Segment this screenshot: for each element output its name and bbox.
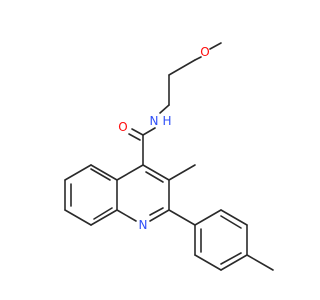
amide-nitrogen-label: N [150, 114, 159, 128]
double-bond-inner [220, 252, 242, 265]
bond [90, 164, 118, 181]
bond [116, 209, 137, 222]
bond [194, 254, 222, 271]
carbonyl-oxygen-label: O [118, 120, 127, 134]
bond [168, 59, 196, 76]
carbonyl-bond [131, 128, 144, 136]
methyl-bond [168, 164, 196, 181]
bond [116, 164, 144, 181]
tolyl-ring [168, 209, 274, 271]
methoxypropyl-chain [159, 42, 222, 114]
double-bond-inner [145, 171, 164, 183]
ether-oxygen-label: O [200, 45, 209, 59]
double-bond-inner [149, 207, 164, 216]
double-bond-inner [90, 168, 111, 181]
bond [142, 127, 156, 136]
background [0, 0, 300, 300]
bond [159, 104, 170, 114]
carbonyl-bond [128, 133, 141, 141]
double-bond-inner [220, 215, 242, 229]
bond [64, 164, 92, 181]
bond [90, 209, 118, 226]
double-bond-inner [93, 207, 113, 220]
bond [194, 56, 202, 61]
bond [142, 164, 170, 181]
bond [220, 254, 248, 271]
carboxamide-group [128, 127, 156, 166]
bond [220, 209, 248, 226]
pyridine-ring [116, 164, 170, 222]
amide-hydrogen-label: H [162, 114, 171, 128]
methyl-bond [246, 254, 274, 271]
bond [168, 209, 196, 226]
bond [209, 42, 222, 50]
benzo-ring [64, 164, 118, 226]
molecule-structure-diagram: O N H O N [0, 0, 300, 300]
ring-nitrogen-label: N [139, 218, 148, 232]
bond [149, 209, 170, 222]
bond [64, 209, 92, 226]
bond [194, 209, 222, 226]
